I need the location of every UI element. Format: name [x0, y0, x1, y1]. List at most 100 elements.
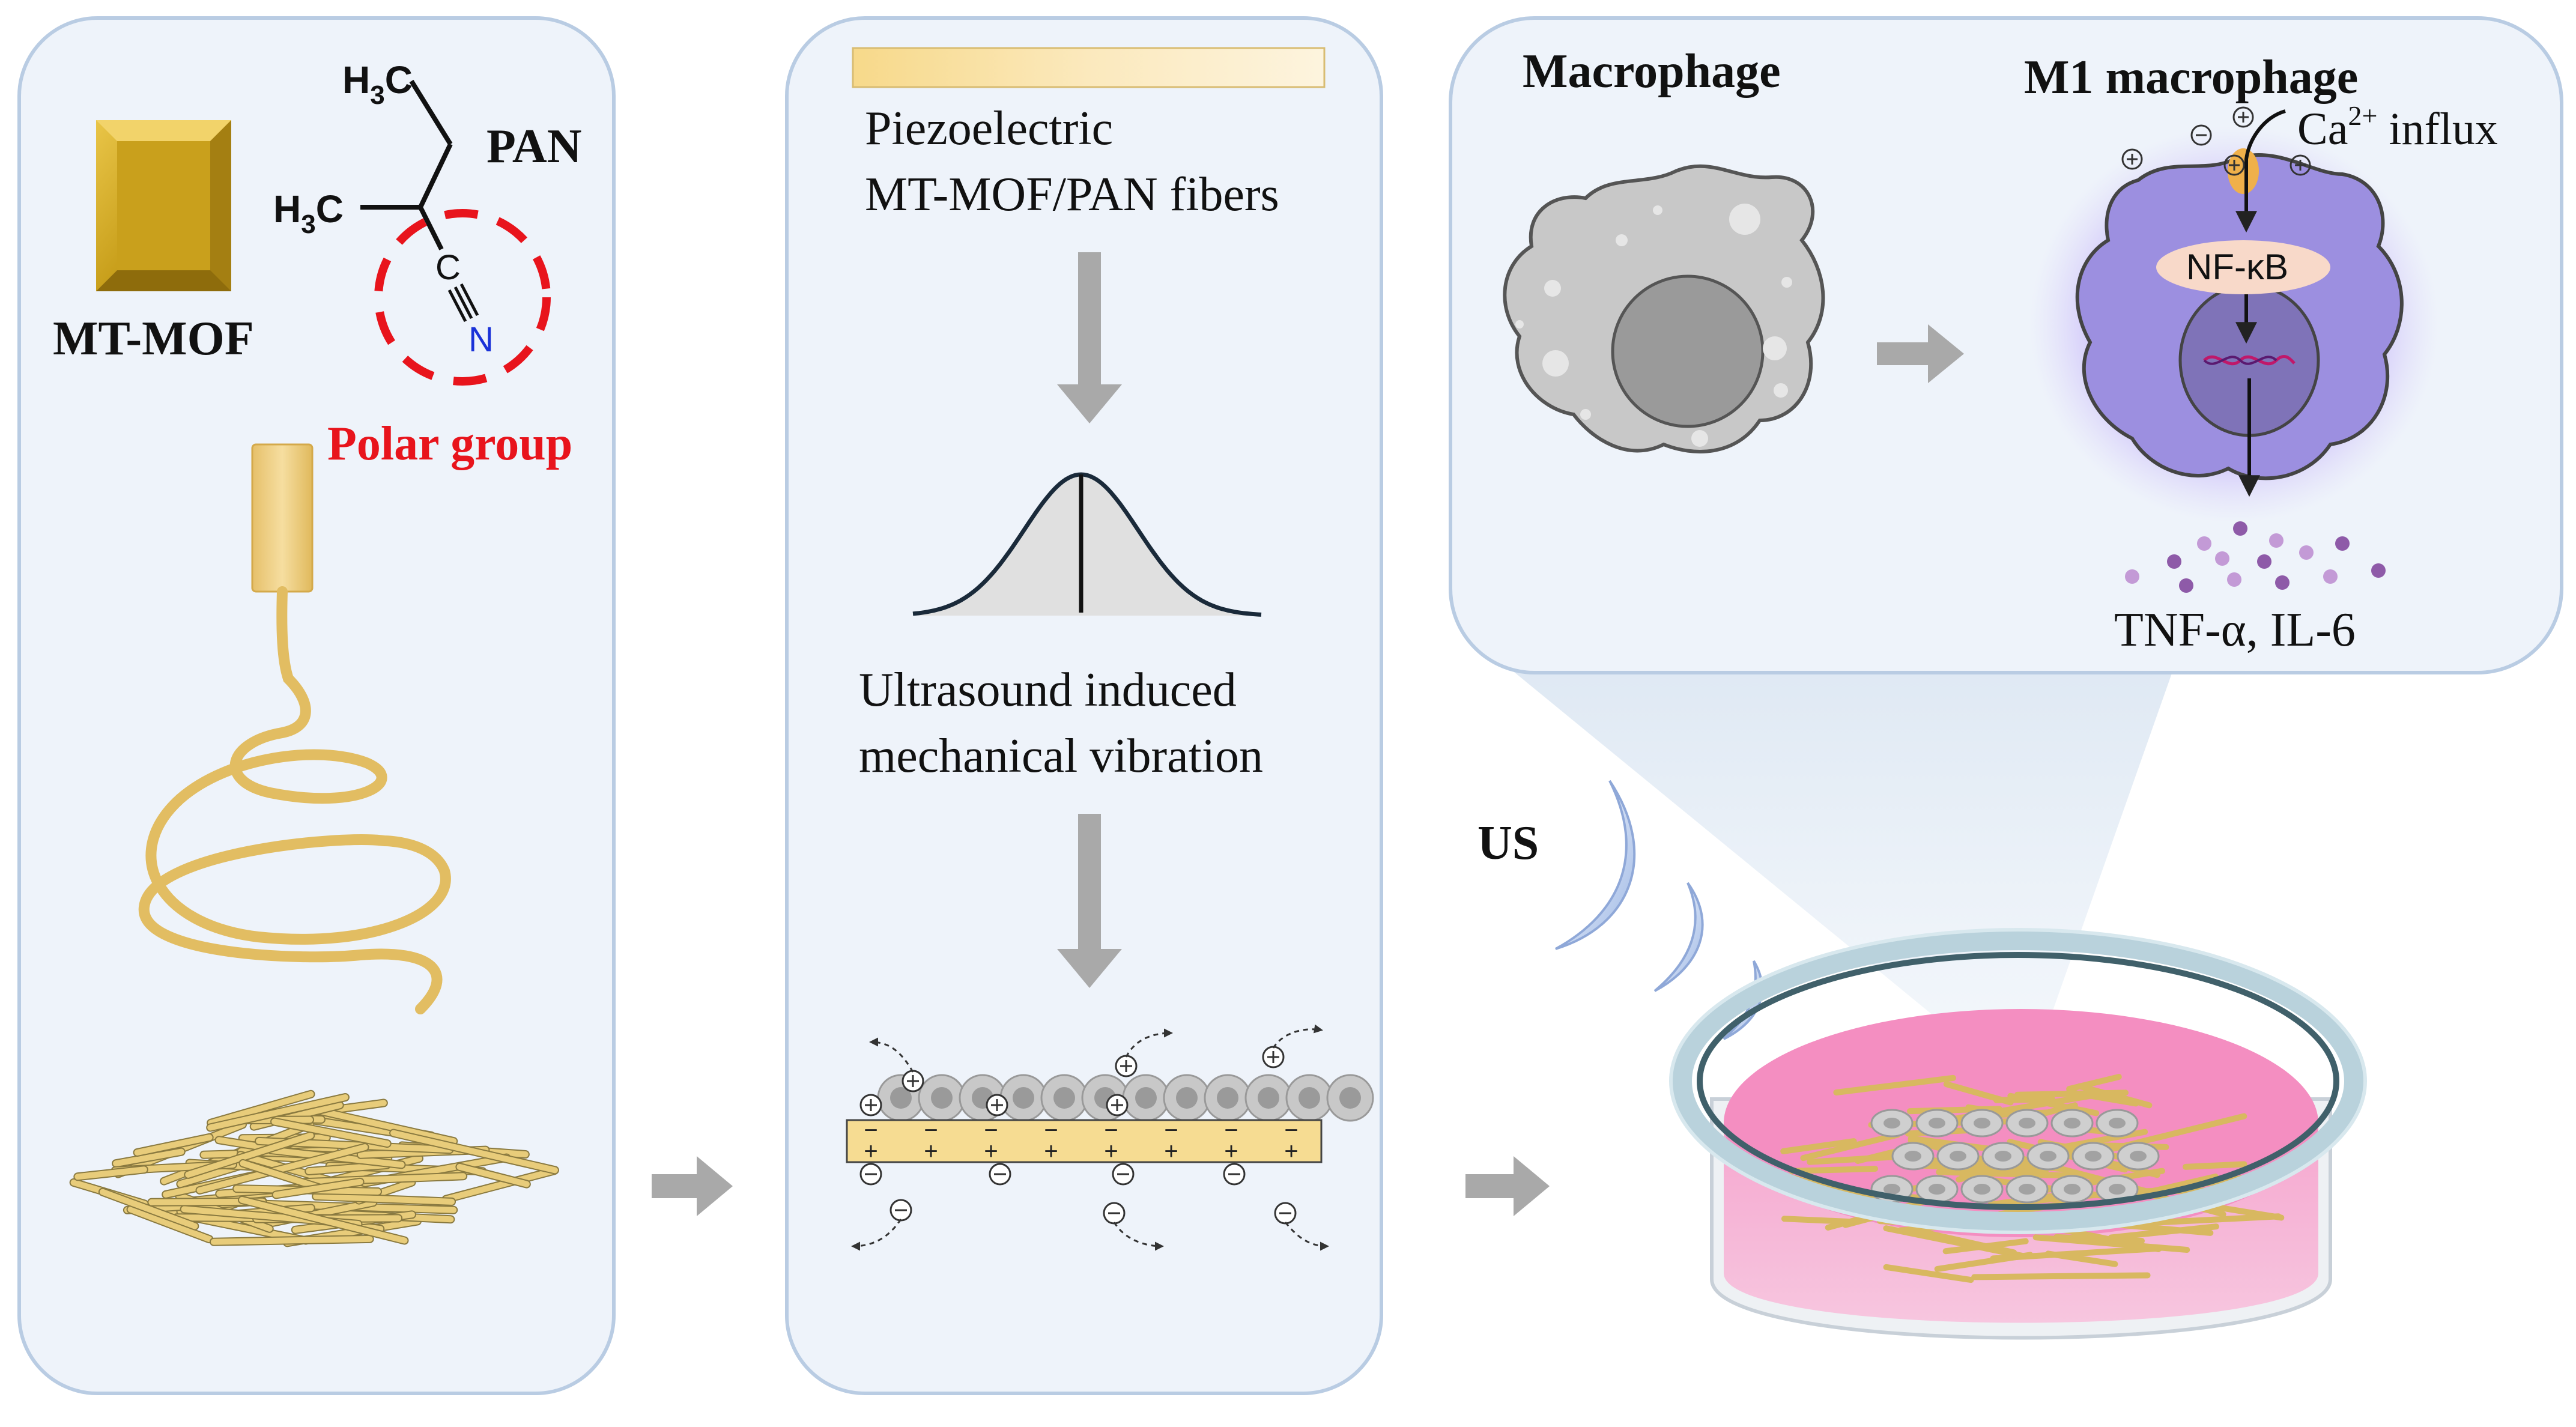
charged-fiber-schematic: −+−+−+−+−+−+−+−+: [846, 1024, 1374, 1251]
negative-charge-mark: −: [924, 1117, 938, 1144]
positive-charge-mark: +: [984, 1138, 998, 1165]
panel-synthesis: [17, 16, 616, 1395]
m1-macrophage-label: M1 macrophage: [2024, 51, 2358, 104]
cytokine-dot: [2257, 554, 2271, 569]
ion-motion-arrow: [851, 1219, 902, 1251]
dish-fiber: [2095, 1113, 2247, 1156]
activation-arrow: [1877, 324, 1964, 383]
dish-fiber: [1942, 1238, 2029, 1255]
cytokine-dot: [2371, 563, 2386, 578]
nfkb-label: NF-κB: [2186, 247, 2288, 287]
dish-fiber: [1910, 1227, 2017, 1256]
svg-text:H3C: H3C: [342, 58, 413, 110]
fiber-strand: [456, 1163, 530, 1187]
pan-label: PAN: [486, 120, 581, 173]
dish-fiber: [2065, 1089, 2139, 1107]
polar-group-circle: [374, 209, 551, 386]
fiber-strand: [210, 1235, 373, 1245]
ca-influx-label: Ca2+ influx: [2297, 100, 2498, 154]
dish-fiber: [1993, 1096, 2056, 1103]
nitrile-nitrogen: N: [468, 320, 494, 359]
cytokine-label: TNF-α, IL-6: [2114, 604, 2356, 656]
magnification-beam: [1508, 667, 2174, 1075]
negative-charge-mark: −: [1044, 1117, 1058, 1144]
cytokine-dot: [2275, 575, 2290, 590]
fiber-strand: [238, 1196, 408, 1244]
fiber-strand: [208, 1091, 314, 1126]
fiber-strand: [306, 1162, 390, 1175]
dish-fiber: [1936, 1169, 2085, 1179]
fiber-strand: [99, 1189, 198, 1229]
piezo-fiber-bar: [852, 47, 1326, 88]
nitrile-carbon: C: [435, 248, 461, 287]
cytokine-dot: [2179, 578, 2193, 593]
vibration-label-line1: Ultrasound induced: [859, 664, 1237, 717]
down-arrow-1: [1057, 252, 1122, 423]
fiber-strand: [127, 1206, 213, 1243]
fiber-strand: [390, 1130, 558, 1174]
svg-text:H3C: H3C: [273, 187, 344, 239]
cytokine-dot: [2227, 572, 2241, 587]
cytokine-dot: [2299, 545, 2314, 560]
ion-motion-arrow: [1272, 1024, 1323, 1049]
fiber-strand: [271, 1118, 390, 1147]
dish-fiber: [1781, 1216, 1852, 1225]
positive-charge-mark: +: [1044, 1138, 1058, 1165]
fiber-strand: [309, 1106, 457, 1145]
fiber-strand: [240, 1160, 324, 1191]
ca-influx-arrow: [2235, 109, 2286, 233]
negative-charge-mark: −: [1224, 1117, 1238, 1144]
cytokine-dot: [2125, 569, 2139, 584]
fiber-strand: [313, 1193, 455, 1205]
cytokine-dot: [2233, 521, 2247, 536]
electrospun-jet-spiral: [138, 586, 451, 1014]
negative-charge-mark: −: [1284, 1117, 1298, 1144]
ion-motion-arrow: [869, 1037, 914, 1073]
resting-macrophage-cell: [1503, 164, 1825, 453]
fiber-strand: [113, 1148, 184, 1167]
fiber-strand: [134, 1134, 213, 1156]
fiber-strand: [273, 1178, 363, 1198]
panel-mechanism: [785, 16, 1383, 1395]
fibers-label-line1: Piezoelectric: [865, 102, 1113, 155]
cytokine-particles: [2125, 521, 2386, 593]
fiber-mat: [69, 1089, 559, 1247]
m1-macrophage-cell: [2030, 126, 2438, 523]
negative-charge-mark: −: [1164, 1117, 1178, 1144]
electrospinning-nozzle: [251, 443, 314, 593]
flow-arrow-1: [652, 1156, 733, 1216]
fiber-strand: [185, 1132, 314, 1178]
cytokine-dot: [2197, 536, 2211, 551]
dish-fiber: [2183, 1161, 2247, 1170]
ion-motion-arrow: [1125, 1028, 1173, 1058]
cytokine-dot: [2269, 533, 2284, 548]
dish-fiber: [1800, 1132, 1901, 1162]
us-label: US: [1477, 817, 1539, 870]
cytokine-dot: [2323, 569, 2338, 584]
petri-dish: [1669, 928, 2367, 1340]
negative-charge-mark: −: [984, 1117, 998, 1144]
mof-label: MT-MOF: [53, 312, 254, 365]
vibration-label-line2: mechanical vibration: [859, 730, 1263, 783]
dish-fiber: [2032, 1234, 2190, 1253]
dish-fiber: [2130, 1213, 2282, 1227]
cytokine-dot: [2167, 554, 2181, 569]
positive-charge-mark: +: [864, 1138, 877, 1165]
fiber-strand: [196, 1144, 368, 1193]
dish-fiber: [2050, 1129, 2148, 1152]
dish-fiber: [1780, 1138, 1857, 1154]
ultrasound-pulse-curve: [912, 472, 1262, 617]
charge-symbols-m1: [2121, 106, 2311, 176]
positive-charge-mark: +: [1164, 1138, 1178, 1165]
fiber-strand: [443, 1168, 558, 1202]
dish-fiber: [1833, 1074, 1956, 1095]
ion-motion-arrow: [1284, 1222, 1329, 1251]
dish-fiber: [2108, 1223, 2219, 1241]
fibers-label-line2: MT-MOF/PAN fibers: [865, 168, 1279, 221]
negative-charge-mark: −: [864, 1117, 877, 1144]
flow-arrow-2: [1465, 1156, 1550, 1216]
dish-fiber: [1971, 1272, 2151, 1280]
positive-charge-mark: +: [924, 1138, 938, 1165]
polar-group-label: Polar group: [327, 417, 572, 470]
